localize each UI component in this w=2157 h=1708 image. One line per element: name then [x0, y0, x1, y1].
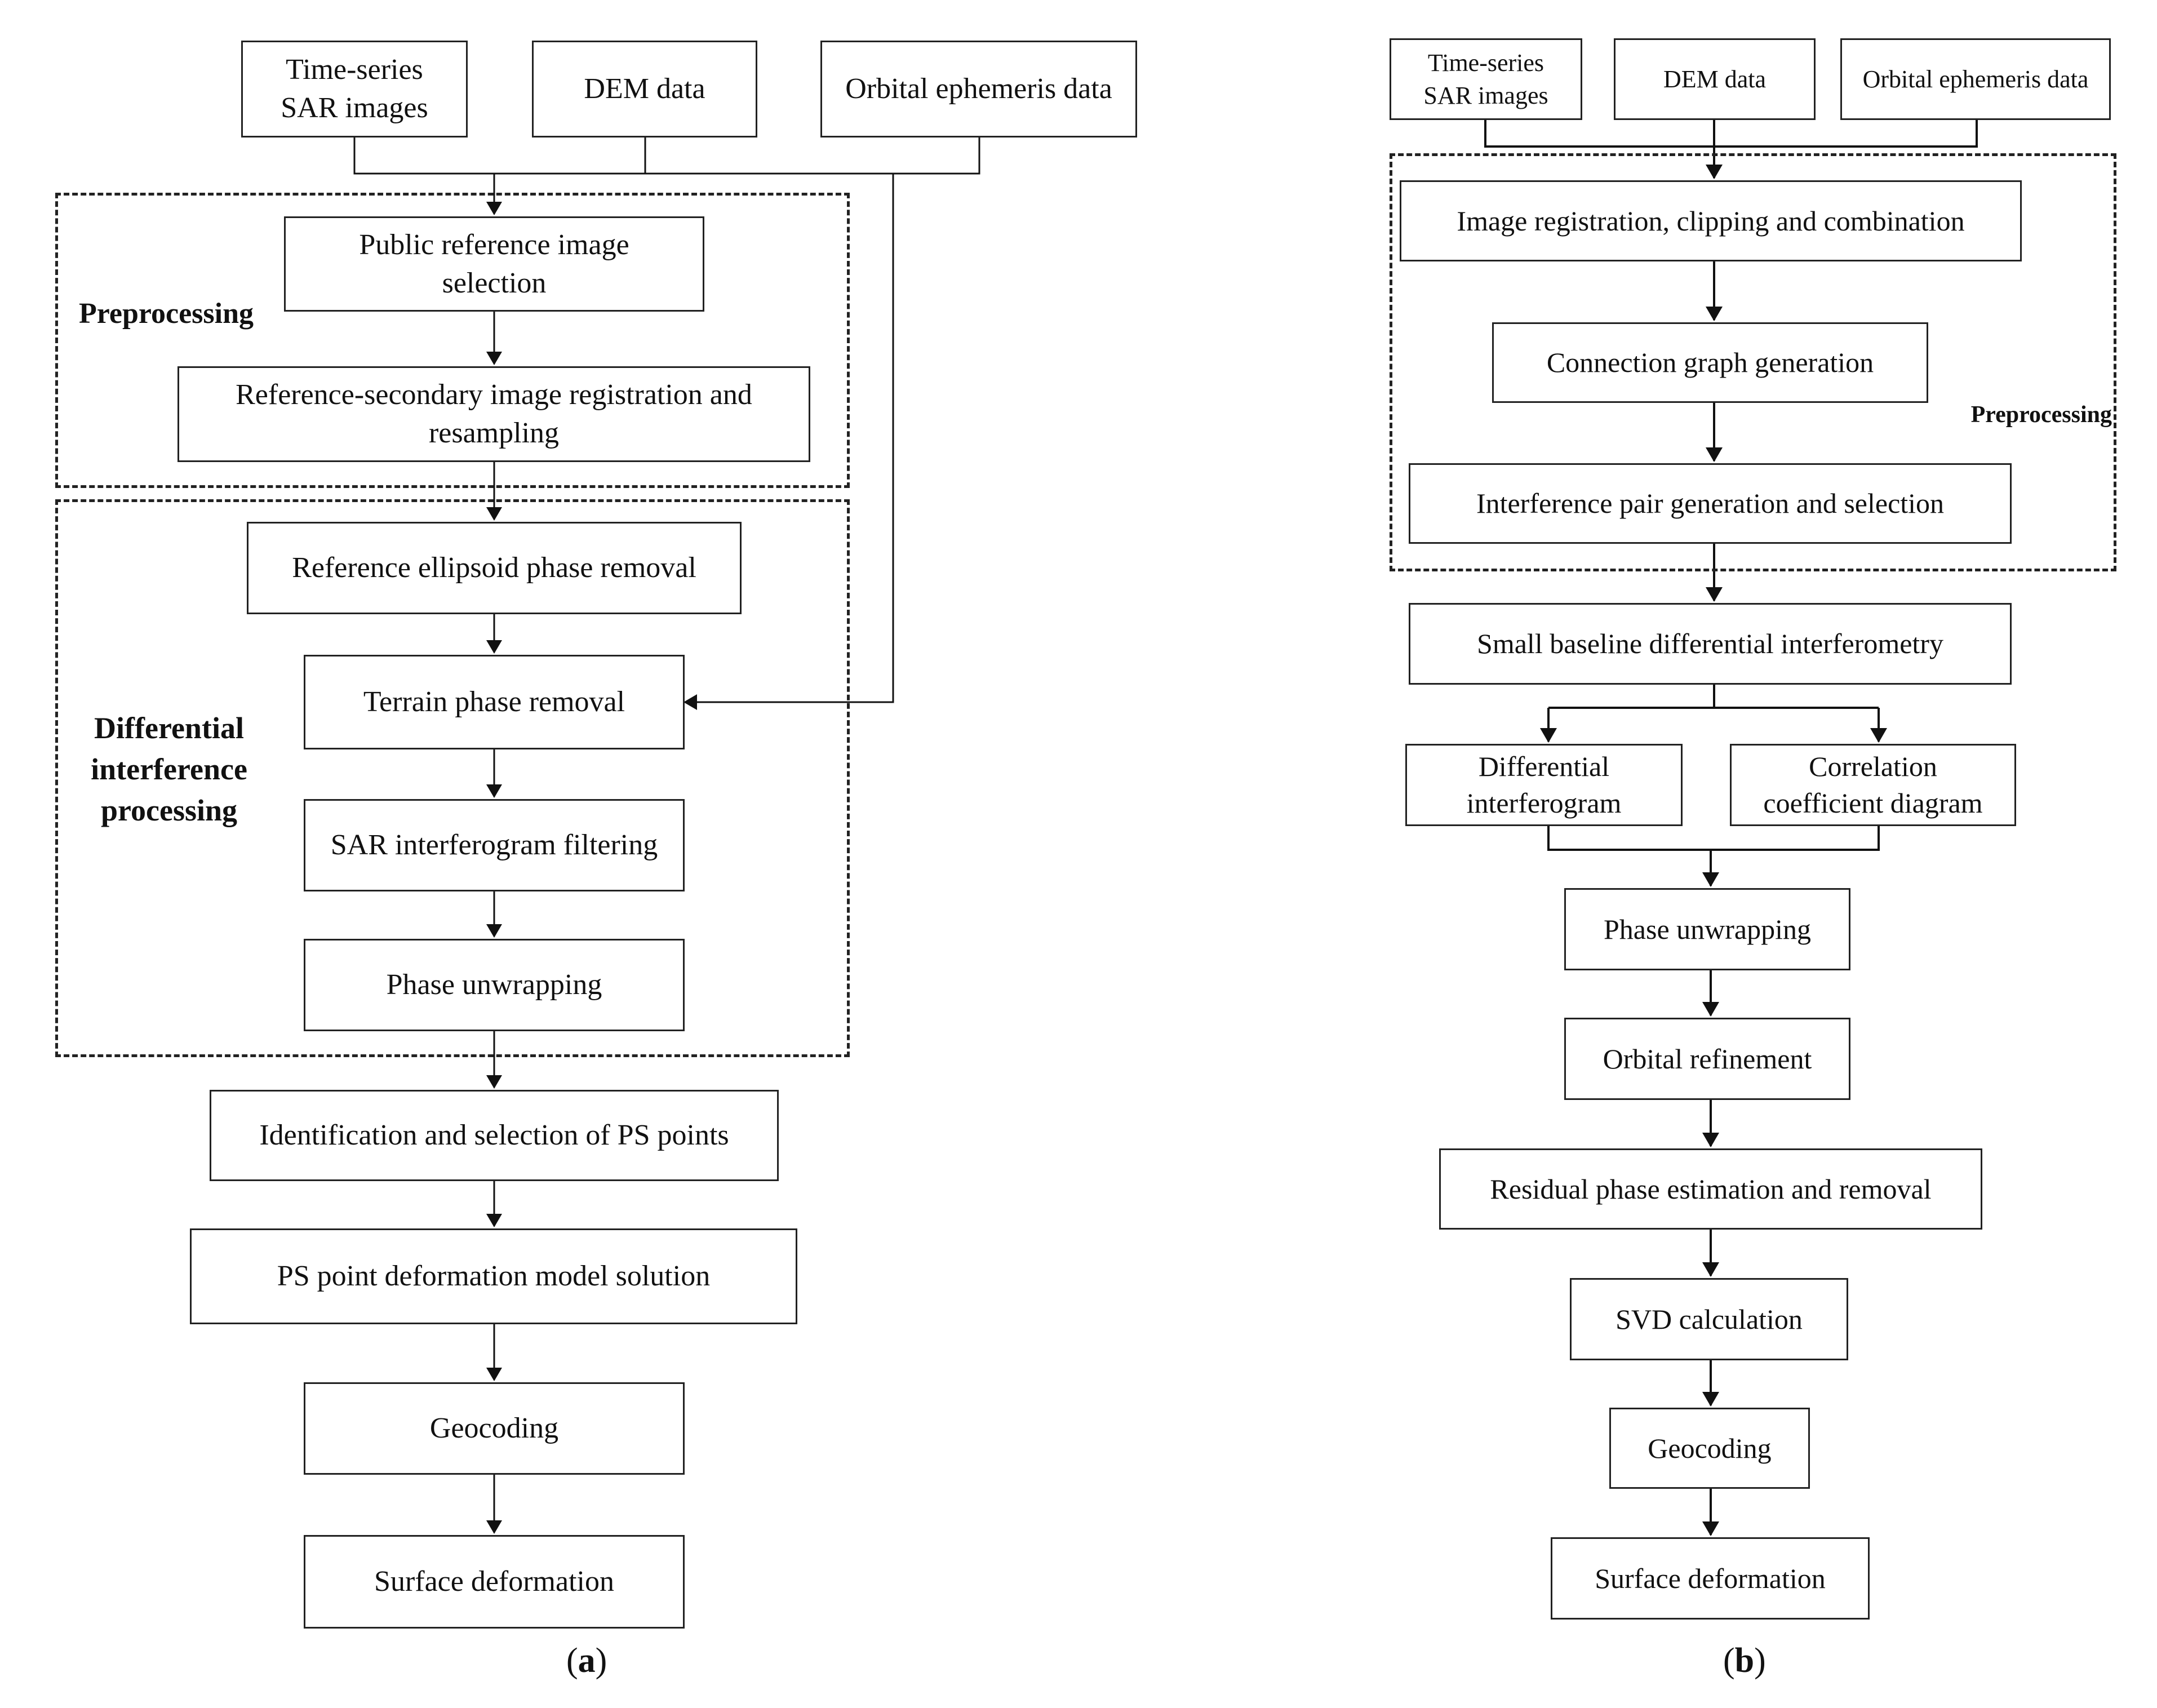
a-step-terrain-removal: Terrain phase removal: [304, 655, 685, 749]
b-step-correlation-diagram: Correlation coefficient diagram: [1730, 744, 2016, 826]
a-step-ps-model-solution: PS point deformation model solution: [190, 1228, 797, 1324]
a-preprocessing-group: [55, 193, 850, 488]
b-step-differential-interferogram: Differential interferogram: [1405, 744, 1683, 826]
b-input-sar-images: Time-series SAR images: [1390, 38, 1582, 120]
a-step-geocoding-text: Geocoding: [429, 1412, 559, 1445]
a-step-public-reference: Public reference image selection: [284, 216, 704, 312]
b-step-surface-deformation: Surface deformation: [1551, 1537, 1870, 1620]
b-step-registration-text: Image registration, clipping and combina…: [1457, 205, 1965, 237]
a-differential-group: [55, 499, 850, 1057]
b-merge-line: [1547, 826, 1880, 851]
a-step-surface-deformation: Surface deformation: [304, 1535, 685, 1629]
panel-b-connectors: [1484, 120, 1978, 1536]
b-step-geocoding-text: Geocoding: [1648, 1432, 1772, 1464]
a-step-ellipsoid-removal: Reference ellipsoid phase removal: [247, 522, 742, 614]
a-step-surface-deformation-text: Surface deformation: [374, 1565, 614, 1598]
a-preprocessing-label: Preprocessing: [78, 298, 254, 330]
a-input-dem-data: DEM data: [532, 41, 757, 137]
a-step-interferogram-filtering-text: SAR interferogram filtering: [330, 829, 658, 862]
b-sbas-split-line: [1548, 685, 1879, 709]
b-input-sar-images-text: Time-series SAR images: [1423, 49, 1548, 109]
a-caption-letter: a: [578, 1642, 596, 1680]
b-step-connection-graph: Connection graph generation: [1492, 322, 1928, 403]
b-step-interference-pair-text: Interference pair generation and selecti…: [1476, 487, 1945, 519]
a-step-ps-identification-text: Identification and selection of PS point…: [259, 1119, 729, 1152]
b-input-merge-line: [1484, 120, 1978, 148]
a-step-registration-text: Reference-secondary image registration a…: [236, 379, 752, 449]
a-step-interferogram-filtering: SAR interferogram filtering: [304, 799, 685, 891]
a-step-public-reference-text: Public reference image selection: [359, 228, 629, 299]
b-step-interference-pair: Interference pair generation and selecti…: [1409, 463, 2012, 544]
b-caption-letter: b: [1734, 1642, 1755, 1680]
a-differential-label: Differential interference processing: [91, 711, 247, 827]
a-step-terrain-removal-text: Terrain phase removal: [363, 686, 625, 718]
b-step-phase-unwrapping: Phase unwrapping: [1564, 888, 1850, 970]
a-input-merge-line: [353, 137, 980, 175]
b-input-orbital-ephemeris-text: Orbital ephemeris data: [1862, 65, 2089, 93]
b-step-residual-phase-text: Residual phase estimation and removal: [1490, 1173, 1932, 1205]
a-step-ellipsoid-removal-text: Reference ellipsoid phase removal: [292, 552, 696, 584]
b-step-geocoding: Geocoding: [1609, 1408, 1810, 1489]
b-step-registration: Image registration, clipping and combina…: [1400, 180, 2022, 261]
a-step-registration: Reference-secondary image registration a…: [177, 366, 810, 462]
b-step-svd-calculation: SVD calculation: [1570, 1278, 1848, 1360]
a-input-orbital-ephemeris-text: Orbital ephemeris data: [845, 73, 1112, 105]
b-step-surface-deformation-text: Surface deformation: [1595, 1562, 1826, 1594]
a-input-orbital-ephemeris: Orbital ephemeris data: [820, 41, 1137, 137]
b-step-sbas-text: Small baseline differential interferomet…: [1477, 628, 1943, 659]
b-step-phase-unwrapping-text: Phase unwrapping: [1604, 913, 1811, 945]
a-step-ps-model-solution-text: PS point deformation model solution: [277, 1260, 711, 1293]
b-caption: (b): [1723, 1642, 1766, 1680]
b-step-svd-calculation-text: SVD calculation: [1615, 1303, 1803, 1335]
b-preprocessing-label: Preprocessing: [1970, 402, 2112, 428]
a-input-sar-images: Time-series SAR images: [241, 41, 468, 137]
a-caption: (a): [566, 1642, 607, 1680]
b-step-sbas: Small baseline differential interferomet…: [1409, 603, 2012, 685]
a-step-phase-unwrapping: Phase unwrapping: [304, 939, 685, 1031]
a-orbit-to-terrain-line: [684, 174, 894, 710]
b-step-orbital-refinement: Orbital refinement: [1564, 1018, 1850, 1100]
panel-a-connectors: [353, 137, 980, 1534]
b-step-differential-interferogram-text: Differential interferogram: [1466, 751, 1622, 819]
b-step-orbital-refinement-text: Orbital refinement: [1603, 1042, 1812, 1075]
a-step-ps-identification: Identification and selection of PS point…: [210, 1090, 779, 1181]
b-input-dem-data: DEM data: [1614, 38, 1816, 120]
b-step-residual-phase: Residual phase estimation and removal: [1439, 1148, 1982, 1230]
b-step-correlation-diagram-text: Correlation coefficient diagram: [1763, 751, 1983, 819]
a-step-phase-unwrapping-text: Phase unwrapping: [386, 969, 602, 1001]
a-input-sar-images-text: Time-series SAR images: [281, 54, 428, 124]
b-input-orbital-ephemeris: Orbital ephemeris data: [1840, 38, 2111, 120]
b-step-connection-graph-text: Connection graph generation: [1546, 347, 1874, 378]
b-input-dem-data-text: DEM data: [1663, 65, 1767, 93]
b-preprocessing-group: [1390, 153, 2116, 571]
a-input-dem-data-text: DEM data: [584, 73, 705, 105]
a-step-geocoding: Geocoding: [304, 1382, 685, 1475]
